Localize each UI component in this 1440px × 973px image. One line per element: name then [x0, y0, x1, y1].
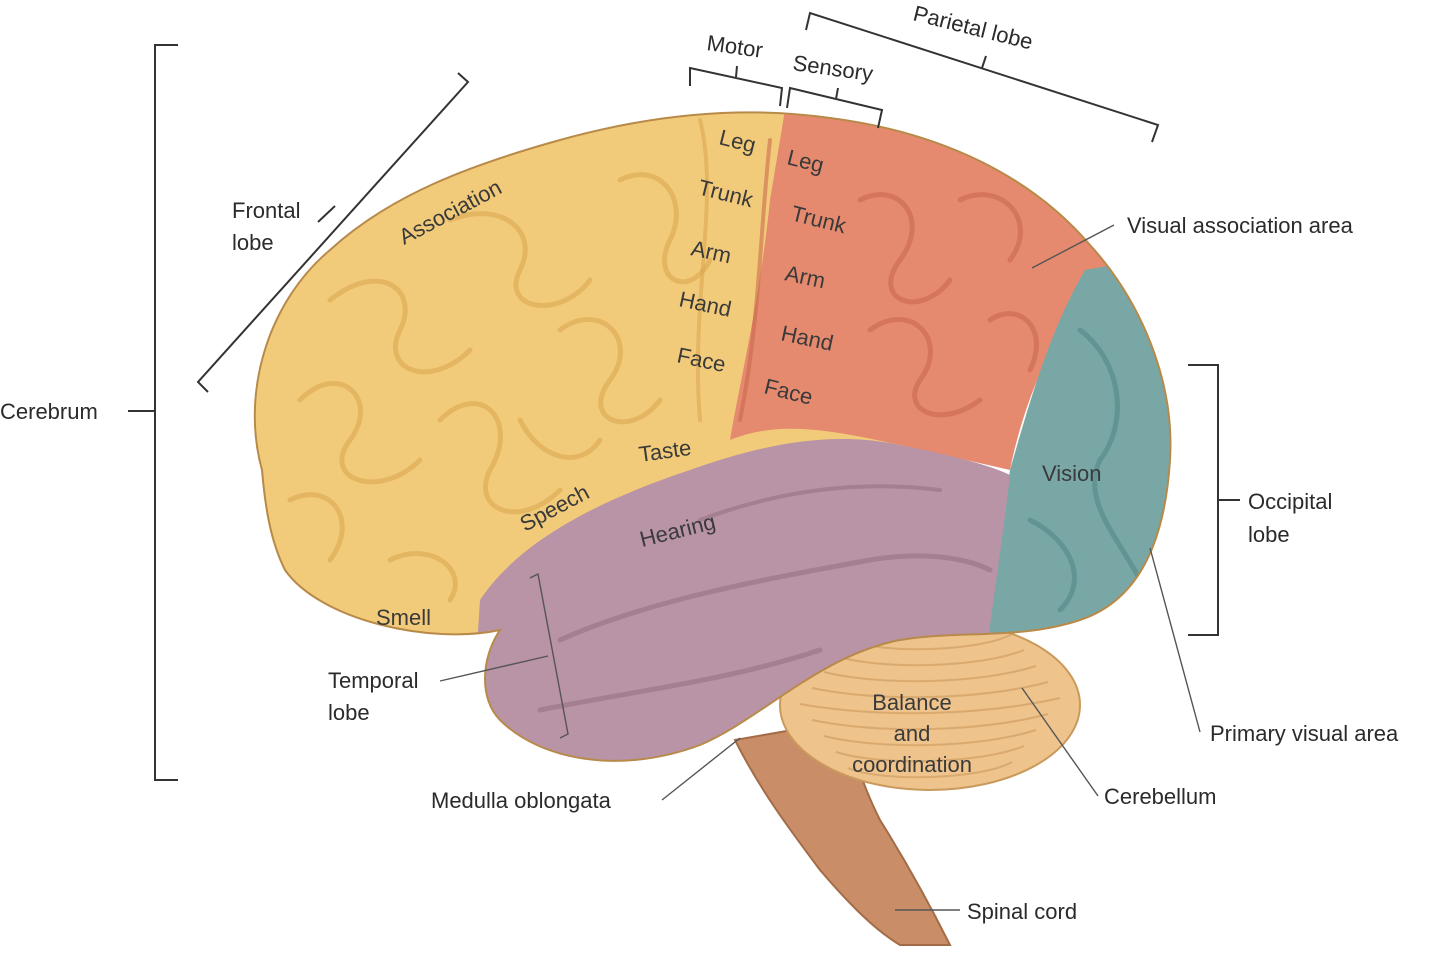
occipital-lobe-label-line2: lobe	[1248, 522, 1290, 547]
temporal-lobe-label-line1: Temporal	[328, 668, 418, 693]
parietal-bracket	[805, 11, 1160, 143]
cerebellum-leader	[1021, 687, 1099, 797]
brainstem-shape	[733, 718, 952, 946]
motor-leader	[735, 65, 738, 78]
cerebellum-label: Cerebellum	[1104, 784, 1217, 809]
visual-association-area-label: Visual association area	[1127, 213, 1354, 238]
frontal-lobe-label-line2: lobe	[232, 230, 274, 255]
temporal-leader	[439, 655, 549, 682]
vision-region-label: Vision	[1042, 461, 1102, 486]
frontal-leader	[317, 205, 336, 223]
brain-outline	[253, 111, 1172, 762]
sensory-leader	[835, 87, 839, 100]
frontal-bracket	[196, 72, 470, 393]
temporal-lobe-label-line2: lobe	[328, 700, 370, 725]
occipital-bracket	[1188, 364, 1219, 636]
spinal-cord-label: Spinal cord	[967, 899, 1077, 924]
cerebrum-label: Cerebrum	[0, 399, 98, 424]
smell-region-label: Smell	[376, 605, 431, 630]
cerebrum-bracket	[154, 44, 178, 781]
balance-label-line2: and	[894, 721, 931, 746]
temporal-bracket	[529, 572, 569, 739]
medulla-leader	[661, 737, 741, 801]
visual-association-leader	[1031, 224, 1115, 269]
balance-label-line3: coordination	[852, 752, 972, 777]
frontal-lobe-label-line1: Frontal	[232, 198, 300, 223]
gyri-texture	[287, 118, 1143, 713]
parietal-lobe-label: Parietal lobe	[911, 1, 1036, 55]
motor-bracket	[689, 66, 784, 107]
motor-label: Motor	[705, 30, 764, 63]
sensory-label: Sensory	[791, 50, 874, 86]
primary-visual-area-label: Primary visual area	[1210, 721, 1399, 746]
primary-visual-leader	[1149, 547, 1201, 733]
balance-label-line1: Balance	[872, 690, 952, 715]
medulla-oblongata-label: Medulla oblongata	[431, 788, 612, 813]
occipital-lobe-label-line1: Occipital	[1248, 489, 1332, 514]
parietal-leader	[981, 55, 987, 69]
